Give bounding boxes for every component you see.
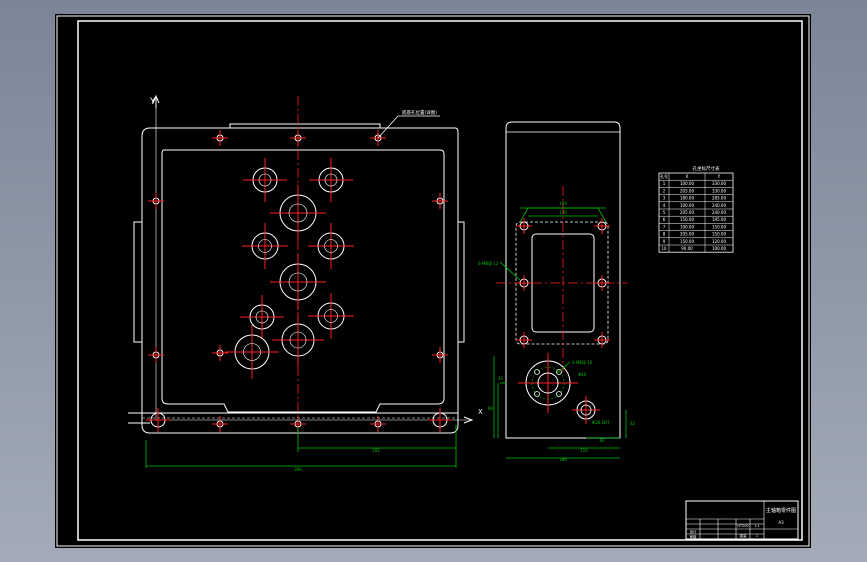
dim-small-bore: Φ30.5H7 — [592, 420, 610, 425]
hole-table-frame — [658, 172, 734, 253]
hole-table-cell: 240.00 — [712, 203, 726, 208]
side-small-bore-inner — [580, 404, 592, 416]
hole-table-cell: 3 — [663, 196, 666, 201]
hole-table-header-cell: Y — [717, 174, 721, 179]
scale-label: 1:1 — [754, 524, 760, 528]
drawing-sheet — [55, 14, 811, 548]
hole-table-cell: 205.00 — [680, 232, 694, 237]
title-block-frame — [685, 500, 799, 540]
sheet-inner-border — [77, 20, 803, 541]
y-axis-arrowhead — [152, 94, 160, 104]
front-inner-cavity — [161, 149, 445, 413]
front-view — [128, 123, 465, 434]
side-flange-bolt-4 — [556, 391, 562, 397]
x-axis-arrowhead — [463, 416, 474, 424]
side-hole-callout-2: 4-M6深 10 — [572, 359, 593, 365]
hole-table-cell: 150.00 — [680, 217, 694, 222]
hole-table-cell: 7 — [663, 224, 666, 229]
hole-table-cell: 150.00 — [680, 239, 694, 244]
front-bore-inner-10 — [243, 343, 261, 361]
hole-table-title: 孔坐标尺寸表 — [693, 165, 720, 172]
dim-side-bottom-partial: 110 — [580, 448, 588, 453]
dim-front-partial: 282 — [372, 448, 380, 453]
front-outer-outline — [141, 127, 459, 434]
sheet-outer-border — [56, 15, 810, 547]
hole-table-cell: 6 — [663, 217, 666, 222]
hole-table-cell: 10 — [661, 246, 667, 251]
front-bore-inner-7 — [255, 310, 269, 324]
front-bore-inner-2 — [324, 173, 338, 187]
sheet-code: A3 — [778, 520, 784, 525]
drawing-title: 主轴箱零件图 — [766, 507, 796, 514]
front-bore-inner-1 — [258, 173, 272, 187]
front-leader-note: 底座孔位置(详图) — [402, 109, 437, 116]
hole-table-cell: 100.00 — [680, 203, 694, 208]
dim-side-bottom-small: 60 — [599, 438, 605, 443]
side-flange-bore — [537, 372, 559, 394]
weight-label: 重量 — [740, 533, 748, 538]
front-bore-inner-4 — [258, 239, 272, 253]
hole-table-cell: 150.00 — [712, 224, 726, 229]
front-left-lug — [133, 221, 143, 343]
side-flange-bolt-1 — [534, 369, 540, 375]
hole-table-cell: 1 — [663, 181, 666, 186]
hole-table-cell: 100.00 — [680, 224, 694, 229]
y-axis-label: Y — [149, 97, 156, 107]
side-flange-bolt-3 — [534, 391, 540, 397]
hole-table-cell: 285.00 — [712, 196, 726, 201]
side-flange-leader — [555, 361, 571, 375]
front-top-notch — [229, 123, 381, 128]
hole-table-cell: 205.00 — [680, 210, 694, 215]
x-axis-label: X — [478, 408, 483, 416]
dim-side-height-short: 32 — [498, 376, 504, 381]
hole-table-cell: 205.00 — [680, 188, 694, 193]
hole-table-cell: 2 — [663, 188, 666, 193]
hole-table-header-cell: 孔号 — [660, 173, 668, 179]
dim-pitch-circle: Φ40 — [578, 372, 587, 377]
hole-table-cell: 9 — [663, 239, 666, 244]
hole-table-header-cell: X — [686, 174, 689, 179]
dim-side-height-long: 96 — [488, 406, 494, 411]
hole-coordinate-table: 孔坐标尺寸表 孔号 X Y 1 100.00 330.00 2 205.00 330.00 3 18… — [658, 165, 734, 253]
hole-table-cell: 330.00 — [712, 181, 726, 186]
front-right-lug — [457, 221, 465, 343]
side-flange-pitch-circle — [531, 366, 565, 400]
hole-table-cell: 5 — [663, 210, 666, 215]
designer-label: 设计 — [690, 529, 698, 534]
hole-table-cell: 180.00 — [680, 196, 694, 201]
front-leader-line — [377, 115, 399, 139]
material-label: HT200 — [737, 524, 748, 528]
hole-table-cell: 195.00 — [712, 217, 726, 222]
hole-table-cell: 8 — [663, 232, 666, 237]
checker-label: 审核 — [690, 534, 698, 539]
hole-table-cell: 330.00 — [712, 188, 726, 193]
front-bore-inner-8 — [324, 309, 338, 323]
hole-table-cell: 100.00 — [680, 181, 694, 186]
dim-side-bottom: 186 — [559, 457, 567, 462]
front-bore-inner-3 — [288, 203, 308, 223]
title-block: 主轴箱零件图 HT200 1:1 设计 审核 重量 1 A3 — [685, 500, 799, 540]
front-bore-inner-5 — [324, 239, 338, 253]
side-flange-bolt-2 — [556, 369, 562, 375]
front-bore-inner-9 — [289, 331, 307, 349]
front-bore-inner-6 — [288, 272, 308, 292]
dynamic-geometry — [145, 94, 628, 468]
dim-front-overall: 390 — [294, 467, 302, 472]
side-callout-leader — [499, 261, 521, 281]
hole-table-cell: 100.00 — [712, 246, 726, 251]
hole-table-cell: 4 — [663, 203, 666, 208]
dim-side-right: 32 — [630, 421, 636, 426]
sheet-label: 1 — [756, 534, 758, 538]
hole-table-cell: 90.00 — [681, 246, 693, 251]
hole-table-cell: 240.00 — [712, 210, 726, 215]
dim-window-outer: 100 — [559, 201, 567, 206]
side-hole-callout: 6-M8深 12 — [478, 260, 499, 266]
hole-table-cell: 150.00 — [712, 232, 726, 237]
hole-table-cell: 120.00 — [712, 239, 726, 244]
